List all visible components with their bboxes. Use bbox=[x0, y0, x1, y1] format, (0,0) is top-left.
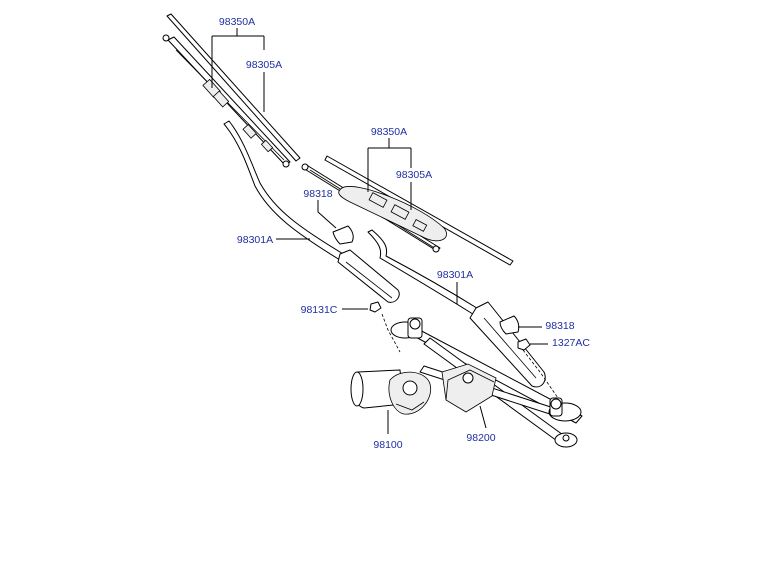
label-cap-nut: 1327AC bbox=[552, 337, 590, 349]
label-nut: 98131C bbox=[301, 304, 338, 316]
label-blade-assy-left: 98350A bbox=[219, 16, 255, 28]
nut-small bbox=[369, 301, 382, 313]
wiper-arm-left bbox=[223, 120, 400, 303]
wiper-motor bbox=[350, 369, 432, 415]
cap-lower bbox=[499, 315, 520, 335]
label-arm-right: 98301A bbox=[437, 269, 473, 281]
label-refill-left: 98305A bbox=[246, 59, 282, 71]
wiper-arm-right bbox=[367, 229, 546, 388]
wiper-blade-right bbox=[301, 155, 514, 266]
wiper-linkage bbox=[390, 317, 583, 448]
label-blade-assy-right: 98350A bbox=[371, 126, 407, 138]
label-cap-upper: 98318 bbox=[303, 188, 332, 200]
label-arm-left: 98301A bbox=[237, 234, 273, 246]
label-linkage: 98200 bbox=[466, 432, 495, 444]
label-motor: 98100 bbox=[373, 439, 402, 451]
label-cap-lower: 98318 bbox=[545, 320, 574, 332]
label-refill-right: 98305A bbox=[396, 169, 432, 181]
callout-labels: 98350A 98305A 98350A 98305A 98318 98301A… bbox=[219, 16, 590, 451]
dashed-guides bbox=[381, 313, 559, 399]
leader-lines bbox=[211, 28, 548, 434]
cap-upper bbox=[332, 225, 354, 245]
wiper-blade-left bbox=[162, 13, 301, 168]
nut-cap bbox=[517, 338, 531, 351]
